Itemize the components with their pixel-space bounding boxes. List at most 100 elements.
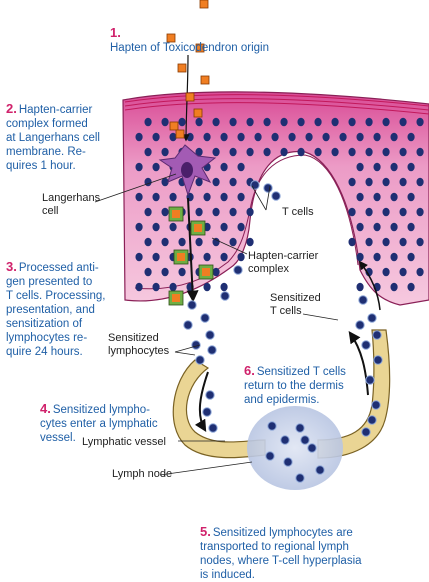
lymphocyte <box>271 191 281 201</box>
hapten-square <box>175 129 185 139</box>
keratinocyte-nucleus <box>195 237 203 247</box>
hapten-square <box>200 75 210 85</box>
step-4-text: Sensitized lympho- cytes enter a lymphat… <box>40 404 158 444</box>
keratinocyte-nucleus <box>203 252 211 262</box>
keratinocyte-nucleus <box>331 117 339 127</box>
keratinocyte-nucleus <box>161 177 169 187</box>
hapten-square <box>199 0 209 9</box>
keratinocyte-nucleus <box>186 132 194 142</box>
keratinocyte-nucleus <box>356 282 364 292</box>
keratinocyte-nucleus <box>365 207 373 217</box>
keratinocyte-nucleus <box>152 132 160 142</box>
keratinocyte-nucleus <box>229 117 237 127</box>
keratinocyte-nucleus <box>246 117 254 127</box>
keratinocyte-nucleus <box>263 147 271 157</box>
keratinocyte-nuclei <box>135 117 424 292</box>
keratinocyte-nucleus <box>348 237 356 247</box>
keratinocyte-nucleus <box>178 117 186 127</box>
step-3-number: 3. <box>6 259 17 274</box>
step-2: 2.Hapten-carrier complex formed at Lange… <box>6 88 100 173</box>
lymphocyte <box>250 180 260 190</box>
lymphocyte <box>208 423 218 433</box>
keratinocyte-nucleus <box>356 162 364 172</box>
step-3: 3.Processed anti- gen presented to T cel… <box>6 246 106 359</box>
keratinocyte-nucleus <box>254 132 262 142</box>
vessel-entry-arrow <box>194 371 209 433</box>
step-6-number: 6. <box>244 363 255 378</box>
keratinocyte-nucleus <box>416 117 424 127</box>
keratinocyte-nucleus <box>144 267 152 277</box>
keratinocyte-nucleus <box>144 177 152 187</box>
haptens <box>166 0 214 306</box>
keratinocyte-nucleus <box>195 177 203 187</box>
keratinocyte-nucleus <box>203 282 211 292</box>
keratinocyte-nucleus <box>339 132 347 142</box>
keratinocyte-nucleus <box>407 162 415 172</box>
label-hapten-carrier-complex: Hapten-carrier complex <box>248 250 319 275</box>
keratinocyte-nucleus <box>390 162 398 172</box>
lymphocyte <box>183 320 193 330</box>
hapten-square <box>172 210 180 218</box>
keratinocyte-nucleus <box>203 192 211 202</box>
keratinocyte-nucleus <box>237 192 245 202</box>
lymphocyte <box>200 313 210 323</box>
keratinocyte-nucleus <box>152 192 160 202</box>
keratinocyte-nucleus <box>382 237 390 247</box>
keratinocyte-nucleus <box>144 207 152 217</box>
keratinocyte-nucleus <box>365 147 373 157</box>
keratinocyte-nucleus <box>263 117 271 127</box>
keratinocyte-nucleus <box>356 222 364 232</box>
keratinocyte-nucleus <box>135 252 143 262</box>
keratinocyte-nucleus <box>322 132 330 142</box>
keratinocyte-nucleus <box>297 117 305 127</box>
keratinocyte-nucleus <box>280 147 288 157</box>
keratinocyte-nucleus <box>407 192 415 202</box>
keratinocyte-nucleus <box>297 147 305 157</box>
keratinocyte-nucleus <box>152 252 160 262</box>
keratinocyte-nucleus <box>365 117 373 127</box>
step-5: 5.Sensitized lymphocytes are transported… <box>200 511 362 582</box>
keratinocyte-nucleus <box>135 192 143 202</box>
step-3-text: Processed anti- gen presented to T cells… <box>6 262 106 358</box>
keratinocyte-nucleus <box>246 207 254 217</box>
keratinocyte-nucleus <box>161 237 169 247</box>
stratum-corneum <box>124 94 429 115</box>
lymphocyte <box>265 451 275 461</box>
keratinocyte-nucleus <box>399 117 407 127</box>
keratinocyte-nucleus <box>399 237 407 247</box>
hapten-square <box>177 63 187 73</box>
keratinocyte-nucleus <box>407 222 415 232</box>
keratinocyte-nucleus <box>382 267 390 277</box>
lymphocyte <box>233 265 243 275</box>
lymphocyte <box>280 435 290 445</box>
keratinocyte-nucleus <box>220 162 228 172</box>
lymphocyte <box>361 340 371 350</box>
keratinocyte-nucleus <box>169 192 177 202</box>
keratinocyte-nucleus <box>382 207 390 217</box>
keratinocyte-nucleus <box>390 282 398 292</box>
lymphocytes <box>183 180 383 483</box>
keratinocyte-nucleus <box>220 192 228 202</box>
keratinocyte-nucleus <box>382 177 390 187</box>
keratinocyte-nucleus <box>356 252 364 262</box>
keratinocyte-nucleus <box>195 207 203 217</box>
label-t-cells: T cells <box>282 206 314 218</box>
keratinocyte-nucleus <box>212 177 220 187</box>
lymphocyte <box>220 291 230 301</box>
hapten-square <box>172 294 180 302</box>
lymphocyte <box>371 400 381 410</box>
label-lymphatic-vessel: Lymphatic vessel <box>82 436 166 448</box>
lymphocyte <box>307 443 317 453</box>
return-arrow-1 <box>348 331 369 396</box>
hapten-square <box>194 224 202 232</box>
keratinocyte-nucleus <box>144 237 152 247</box>
keratinocyte-nucleus <box>169 222 177 232</box>
keratinocyte-nucleus <box>382 147 390 157</box>
hapten-square <box>166 33 176 43</box>
lymphocyte <box>295 423 305 433</box>
lymphocyte <box>195 355 205 365</box>
keratinocyte-nucleus <box>416 267 424 277</box>
lymphocyte <box>300 435 310 445</box>
hapten-square <box>169 121 179 131</box>
keratinocyte-nucleus <box>271 132 279 142</box>
